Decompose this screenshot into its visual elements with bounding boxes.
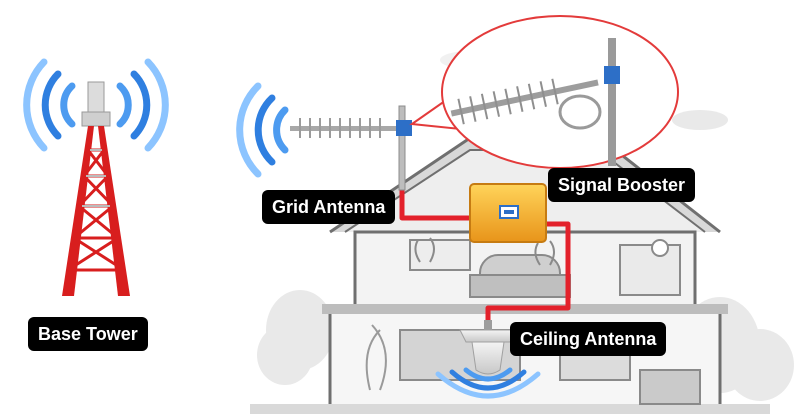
cell-tower-icon (62, 81, 130, 296)
ceiling-antenna-label: Ceiling Antenna (510, 322, 667, 356)
ceiling-antenna-icon (459, 320, 517, 375)
booster-box-icon (469, 183, 547, 243)
signal-booster-label: Signal Booster (548, 168, 696, 202)
base-tower-label: Base Tower (28, 317, 148, 351)
grid-antenna (290, 105, 412, 191)
interior-details (365, 237, 701, 405)
grid-antenna-label: Grid Antenna (262, 190, 396, 224)
tower-signal-waves (23, 58, 169, 152)
grid-antenna-waves (236, 82, 289, 178)
antenna-zoom-bubble (409, 15, 679, 169)
red-cable (399, 186, 571, 326)
ceiling-antenna-waves (435, 367, 541, 399)
